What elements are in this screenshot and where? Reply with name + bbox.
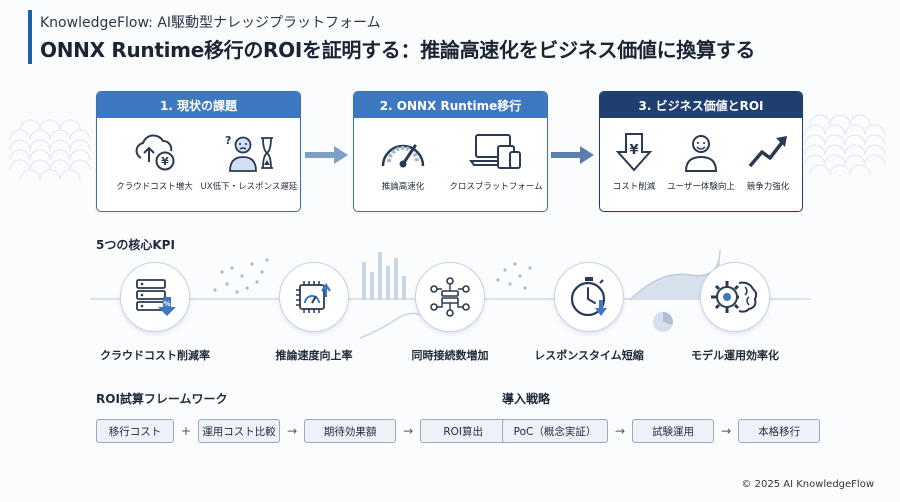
roi-step: 運用コスト比較 [198,419,281,443]
stage-item: ¥ クラウドコスト増大 [107,132,202,192]
cloud-yen-icon: ¥ [135,134,174,171]
speedometer-icon [381,144,425,168]
chip-gauge-icon [279,262,349,332]
kpi-item: 推論速度向上率 [244,262,384,363]
svg-text:¥: ¥ [161,155,169,168]
svg-text:?: ? [225,134,231,147]
stage-card-current-issues: 1. 現状の課題 ¥ クラウドコスト増大 ? UX低下・レスポンス遅延 [96,91,301,212]
kpi-label: 推論速度向上率 [275,349,353,362]
stage-title: 1. 現状の課題 [97,92,300,118]
adoption-step: 本格移行 [738,419,821,443]
kpi-label: モデル運用効率化 [691,349,779,362]
arrow-connector: → [721,424,732,438]
roi-flow: 移行コスト + 運用コスト比較 → 期待効果額 → ROI算出 [96,419,507,443]
kpi-item: 同時接続数増加 [380,262,520,363]
arrow-connector: → [287,424,298,438]
confused-person-hourglass-icon: ? [225,134,273,172]
adoption-section-title: 導入戦略 [502,392,551,406]
stopwatch-icon [554,262,624,332]
page-title: ONNX Runtime移行のROIを証明する：推論高速化をビジネス価値に換算す… [40,38,756,62]
kpi-item: モデル運用効率化 [665,262,805,363]
stage-item-label: 競争力強化 [746,182,790,192]
stage-item-label: クラウドコスト増大 [116,182,193,192]
kpi-label: 同時接続数増加 [411,349,489,362]
title-accent-bar [28,10,32,64]
roi-section-title: ROI試算フレームワーク [96,392,228,406]
stage-item-label: 推論高速化 [381,182,425,192]
happy-person-icon [684,135,718,172]
kpi-section-title: 5つの核心KPI [96,238,175,252]
header-kicker: KnowledgeFlow: AI駆動型ナレッジプラットフォーム [40,15,381,31]
plus-connector: + [181,424,192,438]
stage-item: ユーザー体験向上 [666,132,736,192]
flow-arrow-icon [551,146,594,164]
roi-step: 移行コスト [96,419,174,443]
server-percent-icon: % [120,262,190,332]
stage-item-label: UX低下・レスポンス遅延 [200,182,298,192]
stage-title: 2. ONNX Runtime移行 [354,92,547,118]
footer-copyright: © 2025 AI KnowledgeFlow [741,479,874,490]
stage-card-business-value: 3. ビジネス価値とROI ¥ コスト削減 ユーザー体験向上 競争力強化 [599,91,803,212]
roi-step: ROI算出 [420,419,507,443]
adoption-step: 試験運用 [632,419,715,443]
trend-up-icon [748,136,787,168]
devices-icon [469,134,521,169]
stage-card-onnx-migration: 2. ONNX Runtime移行 推論高速化 クロスプラットフォーム [353,91,548,212]
stage-item-label: コスト削減 [612,182,656,192]
flow-arrow-icon [305,146,348,164]
kpi-item: % クラウドコスト削減率 [85,262,225,363]
kpi-item: レスポンスタイム短縮 [519,262,659,363]
stage-item-label: クロスプラットフォーム [449,182,543,192]
network-servers-icon [415,262,485,332]
stage-item: ¥ コスト削減 [602,132,666,192]
yen-down-arrow-icon: ¥ [615,133,653,172]
stage-item-label: ユーザー体験向上 [667,182,735,192]
stage-item: クロスプラットフォーム [448,132,544,192]
stage-item: 競争力強化 [736,132,800,192]
adoption-flow: PoC（概念実証） → 試験運用 → 本格移行 [502,419,821,443]
gear-brain-icon [700,262,770,332]
stage-title: 3. ビジネス価値とROI [600,92,802,118]
svg-text:%: % [163,300,170,308]
kpi-label: レスポンスタイム短縮 [534,349,644,362]
kpi-label: クラウドコスト削減率 [100,349,210,362]
arrow-connector: → [615,424,626,438]
roi-step: 期待効果額 [304,419,397,443]
adoption-step: PoC（概念実証） [502,419,608,443]
arrow-connector: → [403,424,414,438]
stage-item: 推論高速化 [358,132,448,192]
svg-text:¥: ¥ [629,143,638,158]
stage-item: ? UX低下・レスポンス遅延 [199,132,299,192]
